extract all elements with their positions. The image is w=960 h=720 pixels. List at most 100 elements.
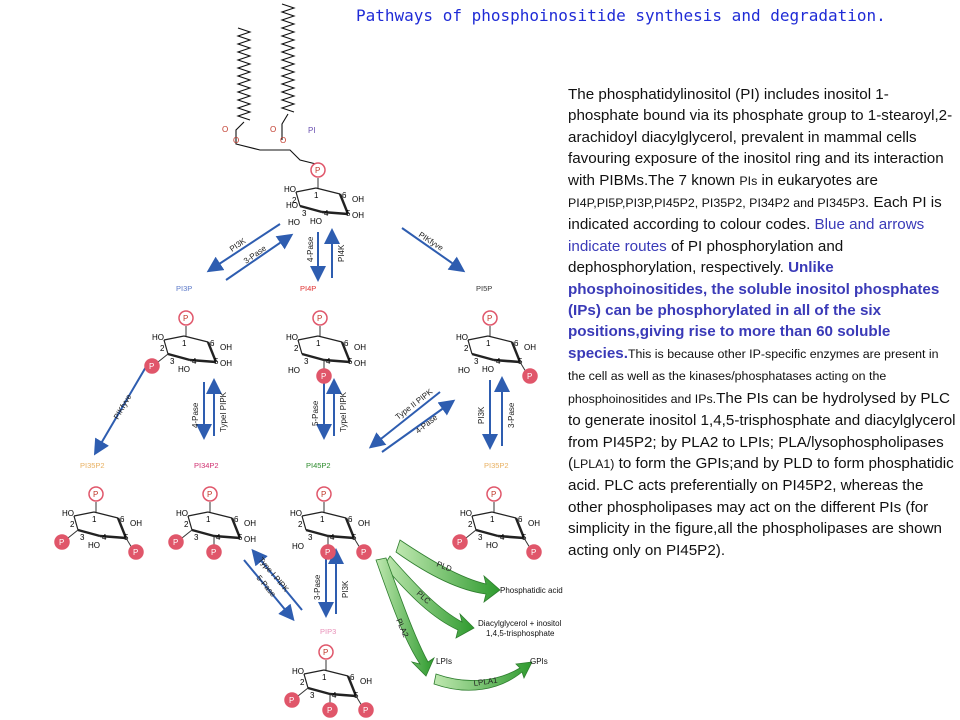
svg-text:1: 1 <box>486 339 491 348</box>
product-labels: Phosphatidic acid Diacylglycerol + inosi… <box>436 586 563 666</box>
svg-text:5: 5 <box>348 357 353 366</box>
enz-4pase-2: 4-Pase <box>191 402 200 428</box>
svg-text:6: 6 <box>234 515 239 524</box>
phosphate-circle <box>318 644 334 660</box>
label-pi35p2-right: PI35P2 <box>484 461 509 470</box>
phosphate-circle <box>358 702 374 718</box>
label-pip3: PIP3 <box>320 627 336 636</box>
svg-text:P: P <box>59 538 64 547</box>
svg-text:P: P <box>323 648 328 657</box>
svg-text:3: 3 <box>478 533 483 542</box>
svg-text:4: 4 <box>192 357 197 366</box>
phosphate-circle <box>178 310 194 326</box>
svg-text:2: 2 <box>300 678 305 687</box>
svg-text:OH: OH <box>244 519 256 528</box>
desc-part-6: Blue and arrows indicate routes <box>568 216 925 255</box>
svg-text:3: 3 <box>308 533 313 542</box>
svg-text:3: 3 <box>170 357 175 366</box>
svg-text:6: 6 <box>342 191 347 200</box>
svg-text:3: 3 <box>194 533 199 542</box>
molecule-pi: P HO HO HO OH OH HO 2 1 6 5 4 3 <box>284 162 364 227</box>
svg-text:4: 4 <box>330 533 335 542</box>
svg-text:3: 3 <box>310 691 315 700</box>
svg-text:1: 1 <box>314 191 319 200</box>
enz-pi3k-2: PI3K <box>477 406 486 424</box>
svg-text:HO: HO <box>178 365 190 374</box>
svg-text:4: 4 <box>500 533 505 542</box>
label-pi45p2: PI45P2 <box>306 461 331 470</box>
svg-text:HO: HO <box>482 365 494 374</box>
enz-3pase-3: 3-Pase <box>313 574 322 600</box>
svg-text:HO: HO <box>456 333 468 342</box>
svg-text:P: P <box>207 490 212 499</box>
carbonyl-o-left: O <box>222 125 228 134</box>
product-dag-line1: Diacylglycerol + inositol <box>478 619 562 628</box>
desc-part-12: to form the GPIs;and by PLD to form phos… <box>568 454 954 559</box>
label-pi35p2-left: PI35P2 <box>80 461 105 470</box>
phosphate-circle <box>144 358 160 374</box>
svg-text:6: 6 <box>348 515 353 524</box>
desc-part-7: of PI phosphorylation and dephosphorylat… <box>568 237 844 277</box>
ester-o-right: O <box>280 136 286 145</box>
svg-text:4: 4 <box>496 357 501 366</box>
svg-text:OH: OH <box>352 211 364 220</box>
enz-4pase-3: 4-Pase <box>414 413 440 436</box>
enz-5pase-1: 5-Pase <box>311 400 320 426</box>
svg-text:5: 5 <box>124 533 129 542</box>
enz-3pase-2: 3-Pase <box>507 402 516 428</box>
phospholipase-arrows <box>375 539 533 691</box>
label-pi34p2: PI34P2 <box>194 461 219 470</box>
svg-text:OH: OH <box>524 343 536 352</box>
desc-part-1: The phosphatidylinositol (PI) includes i… <box>568 86 953 189</box>
svg-text:2: 2 <box>70 520 75 529</box>
svg-text:P: P <box>289 696 294 705</box>
svg-text:2: 2 <box>292 196 297 205</box>
desc-part-5: . Each PI is indicated according to colo… <box>568 194 942 234</box>
phosphate-circle <box>312 310 328 326</box>
svg-text:P: P <box>183 314 188 323</box>
svg-text:OH: OH <box>354 359 366 368</box>
desc-part-3: in eukaryotes are <box>757 171 878 189</box>
svg-text:HO: HO <box>176 509 188 518</box>
svg-text:6: 6 <box>120 515 125 524</box>
svg-text:3: 3 <box>304 357 309 366</box>
svg-text:HO: HO <box>292 542 304 551</box>
svg-text:P: P <box>491 490 496 499</box>
label-pi3p: PI3P <box>176 284 192 293</box>
phosphate-circle <box>452 534 468 550</box>
phosphate-circle <box>322 702 338 718</box>
enz-typeI-pipk-1: TypeI PIPK <box>219 391 228 432</box>
svg-text:OH: OH <box>360 677 372 686</box>
enz-pikfyve-2: PIKfyve <box>112 392 134 421</box>
svg-text:HO: HO <box>286 201 298 210</box>
product-gpis: GPIs <box>530 657 548 666</box>
svg-text:2: 2 <box>464 344 469 353</box>
svg-text:6: 6 <box>518 515 523 524</box>
svg-text:P: P <box>325 548 330 557</box>
svg-text:HO: HO <box>486 541 498 550</box>
svg-text:3: 3 <box>80 533 85 542</box>
svg-text:HO: HO <box>152 333 164 342</box>
phosphate-circle <box>168 534 184 550</box>
enz-4pase-1: 4-Pase <box>306 236 315 262</box>
svg-text:P: P <box>531 548 536 557</box>
svg-text:P: P <box>149 362 154 371</box>
svg-text:OH: OH <box>358 519 370 528</box>
svg-text:OH: OH <box>352 195 364 204</box>
svg-text:1: 1 <box>490 515 495 524</box>
svg-text:4: 4 <box>216 533 221 542</box>
product-dag-line2: 1,4,5-trisphosphate <box>486 629 555 638</box>
svg-text:1: 1 <box>206 515 211 524</box>
svg-text:HO: HO <box>284 185 296 194</box>
svg-text:P: P <box>211 548 216 557</box>
svg-text:5: 5 <box>522 533 527 542</box>
svg-text:3: 3 <box>302 209 307 218</box>
phosphate-label: P <box>315 166 320 175</box>
phosphate-circle <box>482 310 498 326</box>
svg-text:P: P <box>527 372 532 381</box>
svg-text:5: 5 <box>518 357 523 366</box>
